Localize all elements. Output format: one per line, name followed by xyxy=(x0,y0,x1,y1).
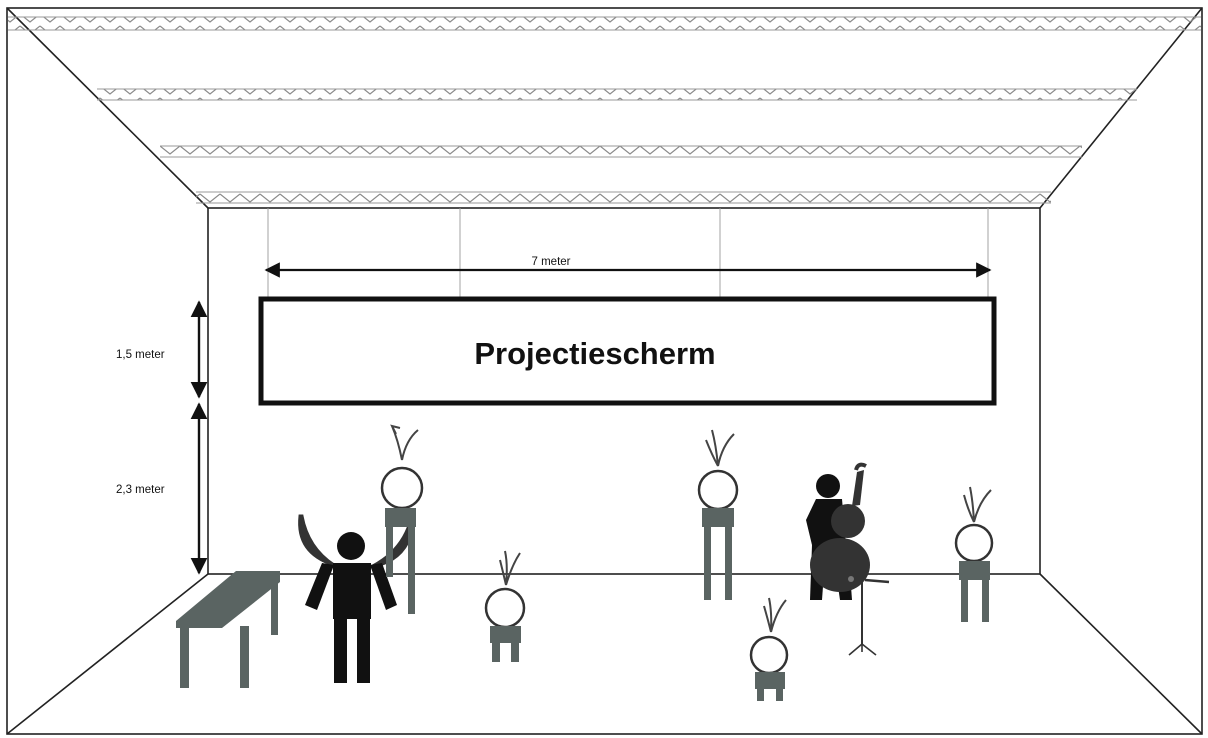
dancer-right-leg xyxy=(357,617,370,683)
ceiling-edge-left xyxy=(6,7,209,209)
room-outer-frame xyxy=(6,7,1203,735)
table-icon xyxy=(176,571,280,688)
dancer-left-arm xyxy=(305,563,334,610)
speaker-chair-icon-1 xyxy=(380,424,424,614)
dancer-right-arm xyxy=(370,563,397,610)
ceiling-edge-right xyxy=(1039,7,1203,209)
truss-1 xyxy=(8,16,1201,31)
cello-endpin xyxy=(848,576,854,582)
projection-screen: Projectiescherm xyxy=(258,296,997,406)
dancer-left-leg xyxy=(334,617,347,683)
cellist-head xyxy=(816,474,840,498)
floor-edge-left xyxy=(6,573,209,735)
speaker-chair-icon-5 xyxy=(954,486,994,622)
height-dimensions: 1,5 meter 2,3 meter xyxy=(116,300,208,575)
cello-body-lower xyxy=(810,538,870,592)
cellist-icon xyxy=(806,462,870,600)
hanging-lines xyxy=(267,208,989,298)
dancer-with-horns-icon xyxy=(298,514,414,683)
music-stand-icon xyxy=(848,578,890,656)
screen-frame xyxy=(258,296,997,406)
truss-2 xyxy=(97,88,1137,101)
left-horn xyxy=(298,514,335,567)
dancer-head xyxy=(337,532,365,560)
cello-body-upper xyxy=(831,504,865,538)
speaker-chair-icon-3 xyxy=(697,429,739,600)
back-wall xyxy=(207,207,1041,575)
screen-title: Projectiescherm xyxy=(474,336,715,371)
floor-edge-right xyxy=(1039,573,1203,735)
ceiling-trusses xyxy=(8,16,1201,204)
cello-neck xyxy=(852,470,864,506)
width-label: 7 meter xyxy=(532,256,571,268)
room xyxy=(6,7,1203,735)
truss-4 xyxy=(196,191,1051,204)
speaker-chair-icon-2 xyxy=(484,550,526,662)
floor-to-screen-label: 2,3 meter xyxy=(116,484,165,496)
width-dimension: 7 meter xyxy=(264,256,992,278)
cello-scroll xyxy=(854,462,867,471)
screen-height-label: 1,5 meter xyxy=(116,349,165,361)
speaker-chair-icon-4 xyxy=(749,597,789,701)
dancer-torso xyxy=(333,563,371,619)
truss-3 xyxy=(160,145,1082,158)
